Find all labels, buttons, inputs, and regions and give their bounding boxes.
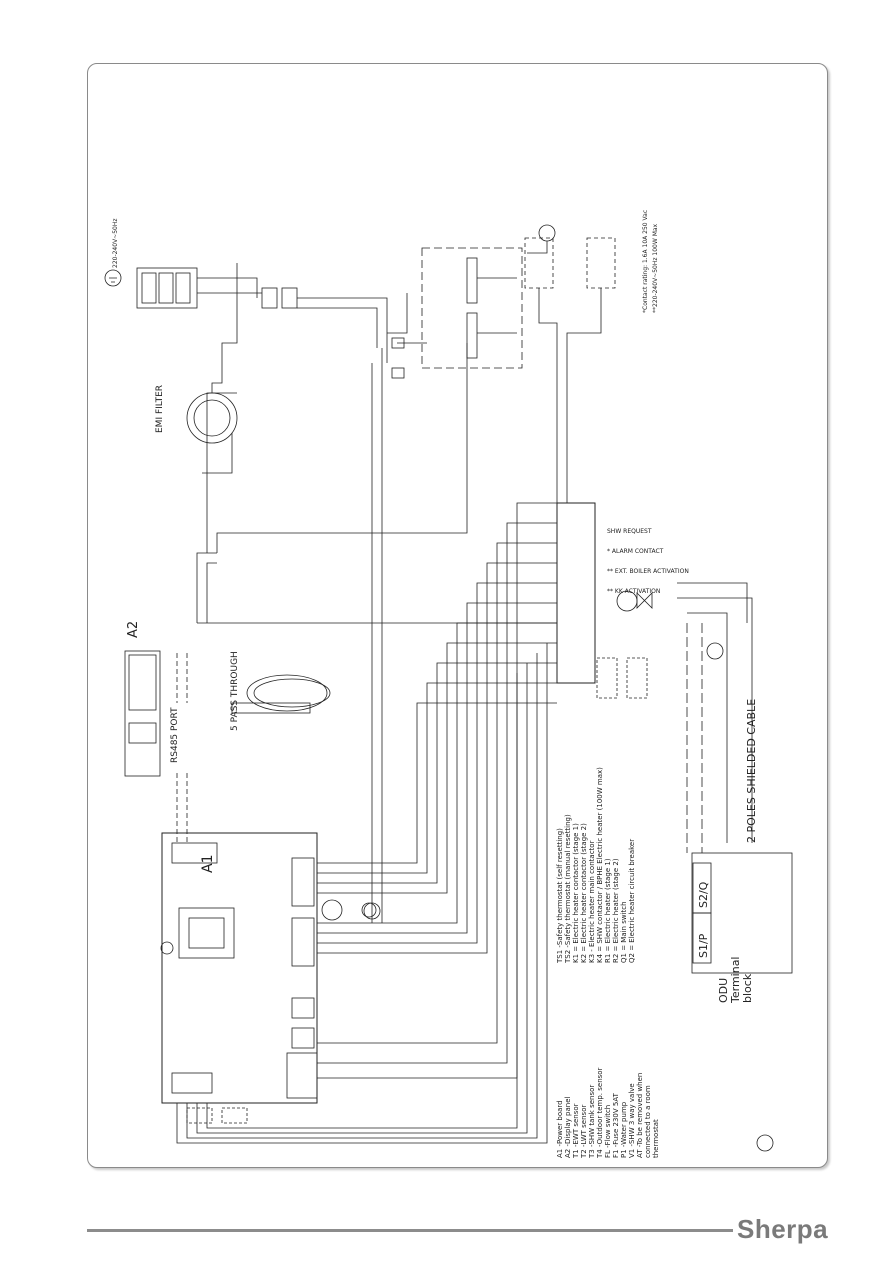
wiring-diagram: A1 A2 RS485 PORT EMI FILTER 5 PASS THROU… <box>104 210 793 1159</box>
display-panel <box>124 650 161 777</box>
legend-right-item: K2 = Electric heater contactor (stage 2) <box>580 823 588 963</box>
odu-subtitle-2: block <box>741 973 754 1003</box>
shielded-cable-label: 2 POLES SHIELDED CABLE <box>745 699 758 843</box>
terminal-label-alarm: * ALARM CONTACT <box>607 548 664 555</box>
mains-terminal <box>136 267 198 309</box>
legend-left-item: connected to a room <box>644 1085 652 1158</box>
legend-right-item: TS1 -Safety thermostat (self resetting) <box>556 828 564 964</box>
legend-left-item: P1 -Water pump <box>620 1101 628 1158</box>
legend-right-item: K4 = SHW contactor / BPHE Electric heate… <box>596 767 604 963</box>
legend-right-item: Q2 = Electric heater circuit breaker <box>628 839 636 963</box>
terminal-label-shw-request: SHW REQUEST <box>607 528 652 535</box>
legend-right-item: Q1 = Main switch <box>620 901 628 963</box>
brand-logo: Sherpa <box>737 1214 829 1244</box>
odu-terminal-block <box>691 852 793 974</box>
legend-left-item: thermostat <box>652 1119 660 1158</box>
legend-left: A1 -Power board A2 -Display panel T1 -EW… <box>556 1067 660 1159</box>
legend-left-item: A1 -Power board <box>556 1100 564 1158</box>
emi-filter <box>186 392 238 444</box>
legend-left-item: FL -Flow switch <box>604 1105 612 1158</box>
legend-left-item: T3 -SHW tank sensor <box>588 1085 596 1159</box>
legend-left-item: T4 -Outdoor temp. sensor <box>596 1067 604 1159</box>
legend-right-item: K1 = Electric heater contactor (stage 1) <box>572 823 580 963</box>
legend-left-item: T2 -LWT sensor <box>580 1105 588 1159</box>
supply-label: 220-240V~50Hz <box>112 219 119 269</box>
transformer-core <box>178 907 235 959</box>
rs485-label: RS485 PORT <box>170 707 180 763</box>
contact-note-2: **220-240V~50Hz 100W Max <box>652 223 659 313</box>
footer-rule <box>87 1229 733 1232</box>
display-panel-label: A2 <box>126 621 141 638</box>
power-board-label: A1 <box>200 855 216 873</box>
odu-subtitle: Terminal <box>729 957 742 1005</box>
odu-terminal-s1p: S1/P <box>697 933 710 958</box>
odu-terminal-s2q: S2/Q <box>697 881 710 908</box>
contact-note-1: *Contact rating: 1.6A 10A 250 Vac <box>642 210 649 313</box>
legend-left-item: T1 -EWT sensor <box>572 1103 580 1159</box>
legend-left-item: V1 -SHW 3 way valve <box>628 1083 636 1158</box>
legend-right-item: K3 - Electric heater main contactor <box>588 840 596 963</box>
legend-right-item: TS2 -Safety thermostat (manual resetting… <box>564 814 572 964</box>
legend-right: TS1 -Safety thermostat (self resetting) … <box>556 767 636 964</box>
terminal-strip <box>556 502 596 684</box>
odu-title: ODU <box>717 978 730 1003</box>
emi-filter-label: EMI FILTER <box>155 385 165 433</box>
power-board <box>161 832 318 1104</box>
legend-right-item: R2 = Electric heater (stage 2) <box>612 858 620 963</box>
legend-left-item: A2 -Display panel <box>564 1097 572 1158</box>
diagram-frame <box>87 63 828 1168</box>
legend-left-item: AT -To be removed when <box>636 1073 644 1158</box>
legend-left-item: F1 -Fuse 230V 5AT <box>612 1092 620 1158</box>
pass-through-label: 5 PASS THROUGH <box>230 651 240 731</box>
legend-right-item: R1 = Electric heater (stage 1) <box>604 858 612 963</box>
terminal-label-ext-boiler: ** EXT. BOILER ACTIVATION <box>607 568 689 575</box>
terminal-label-kk: ** KK ACTIVATION <box>607 588 660 595</box>
